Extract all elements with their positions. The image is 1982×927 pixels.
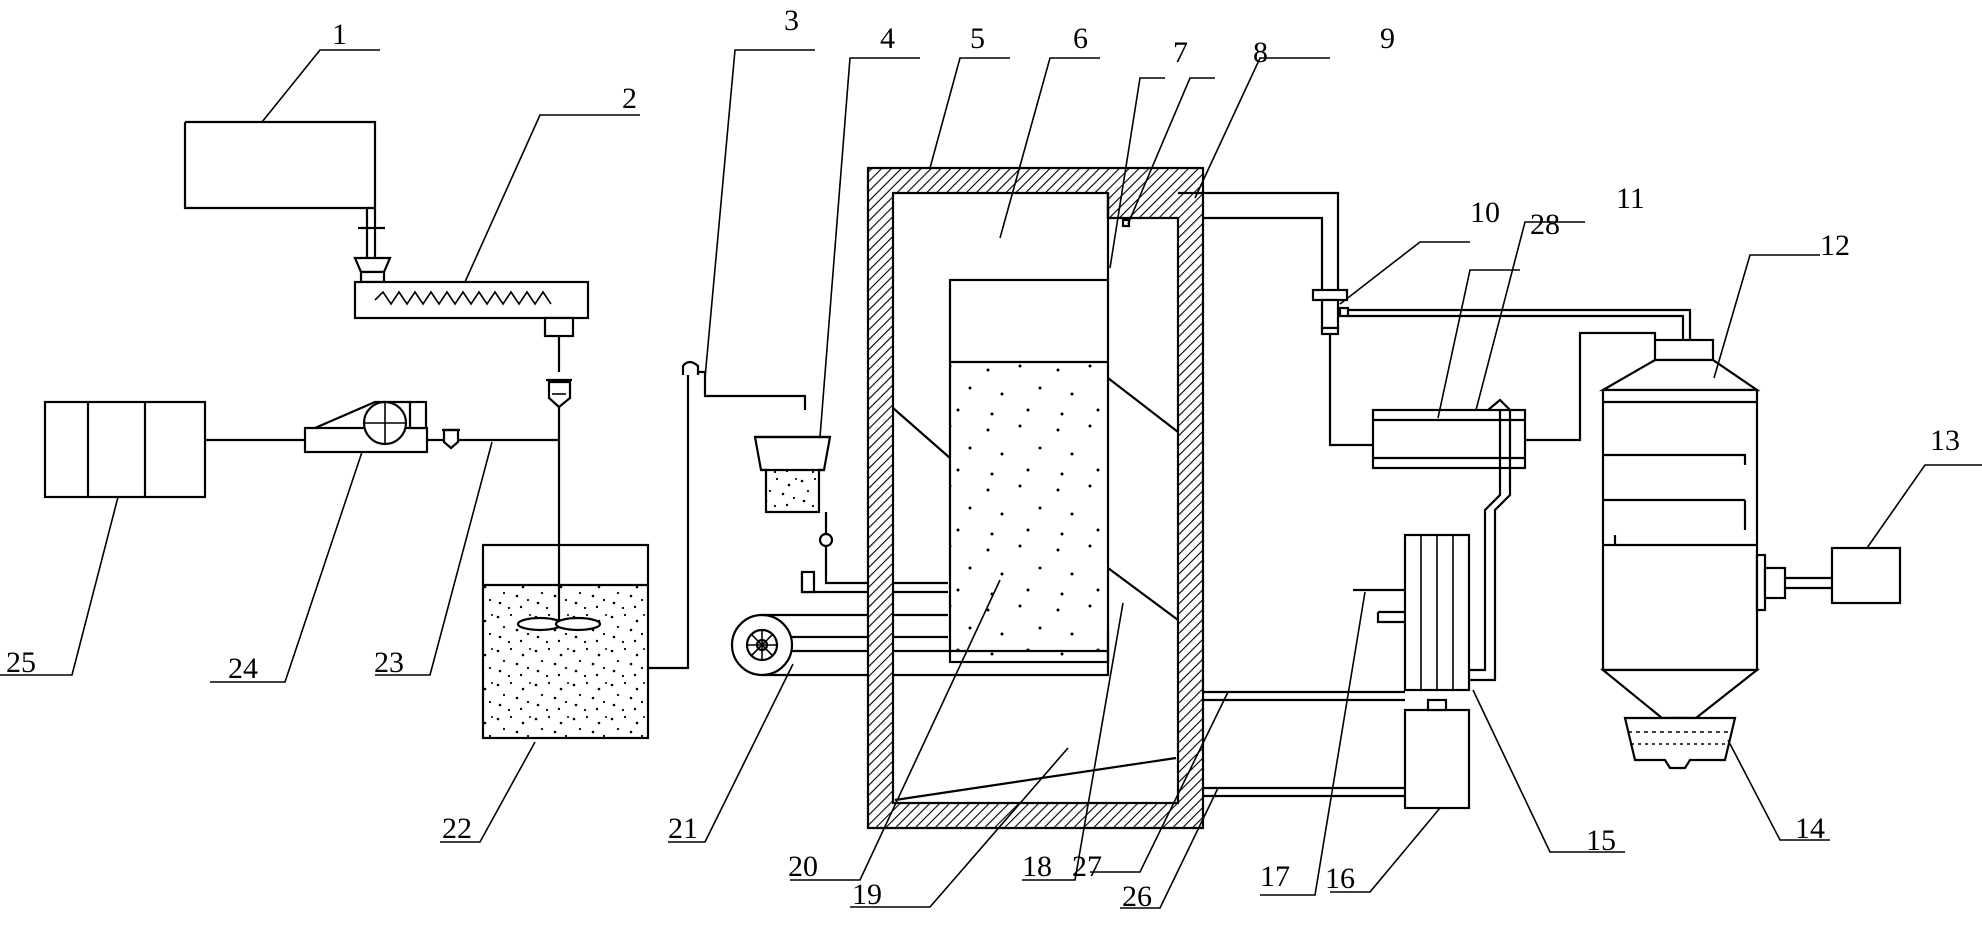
- callout-28: 28: [1530, 208, 1560, 241]
- condenser: [1403, 533, 1471, 692]
- callout-17: 17: [1260, 860, 1290, 893]
- callout-14: 14: [1795, 812, 1825, 845]
- callout-26: 26: [1122, 880, 1152, 913]
- callout-leaders: [0, 49, 1982, 909]
- callout-20: 20: [788, 850, 818, 883]
- callout-1: 1: [332, 18, 347, 51]
- callout-11: 11: [1616, 182, 1645, 215]
- heat-exchanger: [1371, 408, 1527, 470]
- callout-7: 7: [1173, 36, 1188, 69]
- tank-to-riser-line: [648, 375, 690, 670]
- callout-6: 6: [1073, 22, 1088, 55]
- control-cabinet: [43, 400, 207, 499]
- motor-pump: [303, 400, 429, 454]
- collection-bucket: [1403, 698, 1471, 810]
- exhaust-duct: [1178, 191, 1340, 290]
- callout-2: 2: [622, 82, 637, 115]
- callout-27: 27: [1072, 850, 1102, 883]
- feed-cup: [753, 435, 834, 574]
- callout-3: 3: [784, 4, 799, 37]
- raw-material-hopper: [183, 120, 377, 210]
- slurry-tank: [481, 543, 650, 740]
- callout-18: 18: [1022, 850, 1052, 883]
- callout-24: 24: [228, 652, 258, 685]
- callout-labels: 1 2 3 4 5 6 7 8 9 10 28 11 12 13 14 15 1…: [6, 4, 1960, 913]
- callout-15: 15: [1586, 824, 1616, 857]
- blower: [730, 613, 794, 677]
- valve-23: [442, 428, 460, 450]
- callout-19: 19: [852, 878, 882, 911]
- sediment-tray: [1623, 716, 1737, 770]
- valve-stirrer-top: [546, 378, 572, 409]
- feed-funnel: [353, 256, 392, 274]
- callout-13: 13: [1930, 424, 1960, 457]
- callout-9: 9: [1380, 22, 1395, 55]
- callout-16: 16: [1325, 862, 1355, 895]
- callout-23: 23: [374, 646, 404, 679]
- callout-21: 21: [668, 812, 698, 845]
- callout-12: 12: [1820, 229, 1850, 262]
- inner-drying-tower: [948, 278, 1110, 664]
- screw-conveyor: [353, 280, 590, 338]
- circulation-pump-13: [1830, 546, 1902, 605]
- callout-4: 4: [880, 22, 895, 55]
- callout-25: 25: [6, 646, 36, 679]
- valve-10: [1311, 288, 1350, 336]
- scrubber-tower: [1598, 338, 1787, 738]
- callout-22: 22: [442, 812, 472, 845]
- callout-10: 10: [1470, 196, 1500, 229]
- callout-8: 8: [1253, 36, 1268, 69]
- callout-5: 5: [970, 22, 985, 55]
